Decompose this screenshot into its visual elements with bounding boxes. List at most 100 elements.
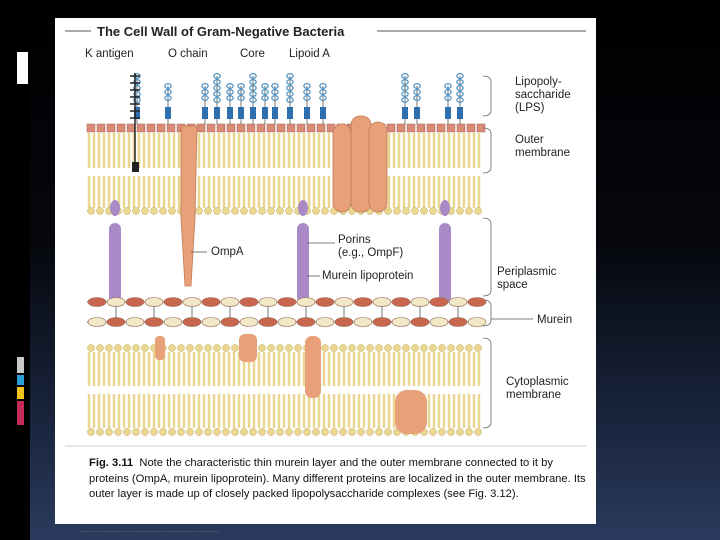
outer-inner-head [150,207,158,215]
cyto-head-bottom [321,428,329,436]
lps-lipid-head [266,123,276,133]
cell-wall-diagram [65,30,586,447]
o-chain-sugar [456,84,464,91]
cyto-head-top [465,344,473,352]
lps-lipid-head [296,123,306,133]
k-antigen-anchor [132,162,139,172]
cyto-head-top [87,344,95,352]
lps-lipid-head [456,123,466,133]
o-chain-sugar [444,94,452,101]
lipoprotein-anchor [298,200,308,216]
lps-core-block [202,107,208,119]
murein-glycan [410,297,430,307]
outer-inner-head [420,207,428,215]
cyto-head-bottom [465,428,473,436]
figure-card: The Cell Wall of Gram-Negative Bacteria … [55,18,596,524]
outer-inner-head [240,207,248,215]
cyto-head-bottom [438,428,446,436]
cyto-head-bottom [213,428,221,436]
lipoprotein-anchor [110,200,120,216]
lps-core-block [457,107,463,119]
murein-glycan [467,317,487,327]
o-chain-sugar [213,72,221,79]
o-chain-sugar [226,82,234,89]
o-chain-sugar [249,72,257,79]
o-chain-sugar [201,88,209,95]
murein-glycan [334,297,354,307]
o-chain-sugar [319,94,327,101]
lps-lipid-head [226,123,236,133]
lps-lipid-head [126,123,136,133]
lps-core-block [262,107,268,119]
murein-glycan [201,317,221,327]
cyto-head-top [105,344,113,352]
cyto-head-top [204,344,212,352]
cyto-head-bottom [240,428,248,436]
lps-lipid-head [386,123,396,133]
lps-lipid-head [96,123,106,133]
outer-inner-head [87,207,95,215]
lps-lipid-head [146,123,156,133]
o-chain-sugar [249,84,257,91]
o-chain-sugar [261,88,269,95]
outer-inner-head [429,207,437,215]
o-chain-sugar [413,94,421,101]
outer-inner-head [276,207,284,215]
o-chain-sugar [249,90,257,97]
outer-inner-head [384,207,392,215]
layer-bracket [482,337,492,429]
porin-barrel [350,115,372,213]
murein-peptide [353,297,373,307]
murein-glycan [182,297,202,307]
murein-peptide [429,297,449,307]
cyto-head-bottom [87,428,95,436]
murein-peptide [334,317,354,327]
layer-bracket [482,75,492,117]
label-murein-lipoprotein: Murein lipoprotein [322,270,414,282]
lps-core-block [214,107,220,119]
o-chain-sugar [303,94,311,101]
slide-marker [17,52,28,84]
porin-barrel [332,123,352,213]
o-chain-sugar [444,88,452,95]
cyto-head-bottom [195,428,203,436]
lps-lipid-head [316,123,326,133]
layer-bracket [482,299,492,327]
murein-peptide [391,297,411,307]
cyto-head-top [141,344,149,352]
figure-caption: Fig. 3.11 Note the characteristic thin m… [89,456,589,503]
cyto-head-bottom [123,428,131,436]
outer-inner-head [222,207,230,215]
outer-inner-head [465,207,473,215]
lps-lipid-head [136,123,146,133]
lps-core-block [272,107,278,119]
lps-lipid-head [416,123,426,133]
cyto-head-top [456,344,464,352]
murein-peptide [144,317,164,327]
o-chain-sugar [237,82,245,89]
lps-lipid-head [286,123,296,133]
cyto-head-top [213,344,221,352]
o-chain-sugar [164,88,172,95]
outer-inner-head [204,207,212,215]
o-chain-sugar [201,82,209,89]
lps-core-block [402,107,408,119]
cyto-head-top [366,344,374,352]
o-chain-sugar [213,84,221,91]
lps-lipid-head [426,123,436,133]
o-chain-sugar [401,84,409,91]
cyto-head-bottom [303,428,311,436]
o-chain-sugar [249,78,257,85]
outer-inner-head [168,207,176,215]
murein-peptide [201,297,221,307]
murein-peptide [467,297,487,307]
cyto-head-top [393,344,401,352]
outer-inner-head [285,207,293,215]
cyto-head-bottom [339,428,347,436]
cyto-head-bottom [429,428,437,436]
murein-peptide [296,317,316,327]
murein-glycan [239,317,259,327]
label-porins: Porins(e.g., OmpF) [338,234,404,259]
murein-peptide [125,297,145,307]
